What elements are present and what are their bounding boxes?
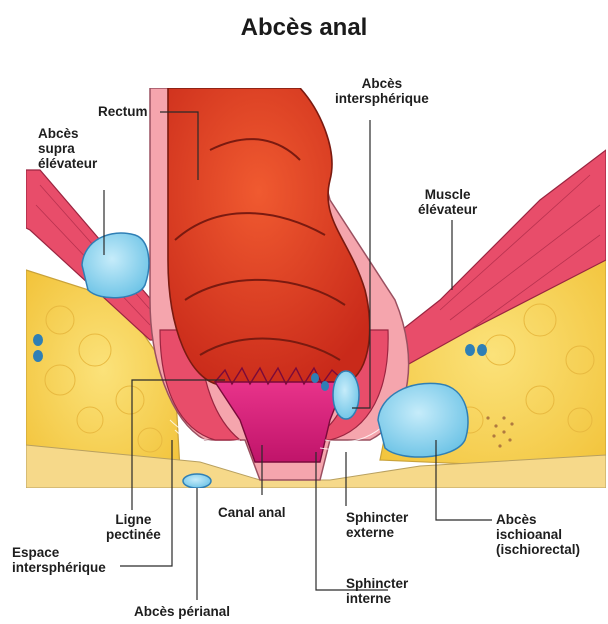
label-rectum: Rectum (98, 104, 148, 119)
label-ischio-line2: ischioanal (496, 527, 580, 542)
label-ischio-line1: Abcès (496, 512, 580, 527)
label-sph-int-line1: Sphincter (346, 576, 408, 591)
label-muscle-line2: élévateur (418, 202, 477, 217)
label-intersphincteric-abscess-line2: intersphérique (335, 91, 429, 106)
label-supra-line3: élévateur (38, 156, 97, 171)
label-perianal-abscess: Abcès périanal (134, 604, 230, 619)
intersphincteric-abscess (333, 371, 359, 419)
label-intersphincteric-abscess: Abcès intersphérique (335, 76, 429, 106)
label-anal-canal: Canal anal (218, 505, 286, 520)
label-intersphincteric-abscess-line1: Abcès (335, 76, 429, 91)
label-internal-sphincter: Sphincter interne (346, 576, 408, 606)
label-intersphincteric-space: Espace intersphérique (12, 545, 106, 575)
label-supra-levator-abscess: Abcès supra élévateur (38, 126, 97, 171)
label-muscle-line1: Muscle (418, 187, 477, 202)
label-levator-muscle: Muscle élévateur (418, 187, 477, 217)
label-sph-ext-line2: externe (346, 525, 408, 540)
label-ligne-line1: Ligne (106, 512, 161, 527)
label-ischio-line3: (ischiorectal) (496, 542, 580, 557)
label-external-sphincter: Sphincter externe (346, 510, 408, 540)
label-espace-line1: Espace (12, 545, 106, 560)
label-supra-line2: supra (38, 141, 97, 156)
perianal-abscess (183, 474, 211, 488)
label-ischioanal-abscess: Abcès ischioanal (ischiorectal) (496, 512, 580, 557)
label-espace-line2: intersphérique (12, 560, 106, 575)
label-sph-int-line2: interne (346, 591, 408, 606)
label-sph-ext-line1: Sphincter (346, 510, 408, 525)
supra-levator-abscess (82, 233, 149, 298)
label-supra-line1: Abcès (38, 126, 97, 141)
label-ligne-line2: pectinée (106, 527, 161, 542)
label-pectinate-line: Ligne pectinée (106, 512, 161, 542)
